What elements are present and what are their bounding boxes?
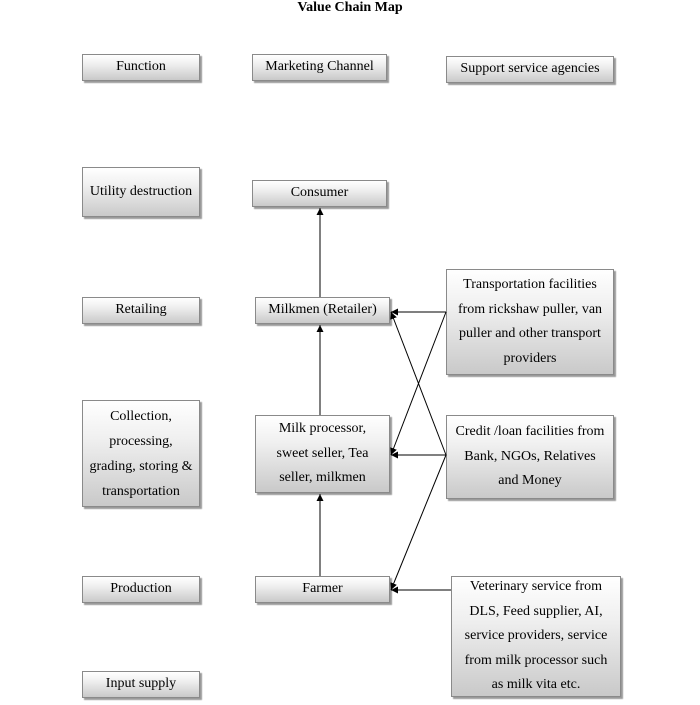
support-credit-loan: Credit /loan facilities from Bank, NGOs,… (446, 415, 614, 499)
arrow-credit-to-farmer (390, 454, 447, 591)
function-utility-destruction: Utility destruction (82, 167, 200, 217)
diagram-title: Value Chain Map (297, 0, 403, 15)
channel-milkmen-retailer: Milkmen (Retailer) (255, 297, 390, 324)
header-support-service: Support service agencies (446, 56, 614, 83)
channel-milk-processor: Milk processor, sweet seller, Tea seller… (255, 415, 390, 493)
channel-consumer: Consumer (252, 180, 387, 207)
channel-farmer: Farmer (255, 576, 390, 603)
function-production: Production (82, 576, 200, 603)
support-veterinary: Veterinary service from DLS, Feed suppli… (451, 576, 621, 697)
header-function: Function (82, 54, 200, 81)
function-retailing: Retailing (82, 297, 200, 324)
function-collection: Collection, processing, grading, storing… (82, 400, 200, 507)
function-input-supply: Input supply (82, 671, 200, 698)
arrow-credit-to-milkmen (390, 311, 447, 456)
support-transportation: Transportation facilities from rickshaw … (446, 269, 614, 375)
header-marketing-channel: Marketing Channel (252, 54, 387, 81)
